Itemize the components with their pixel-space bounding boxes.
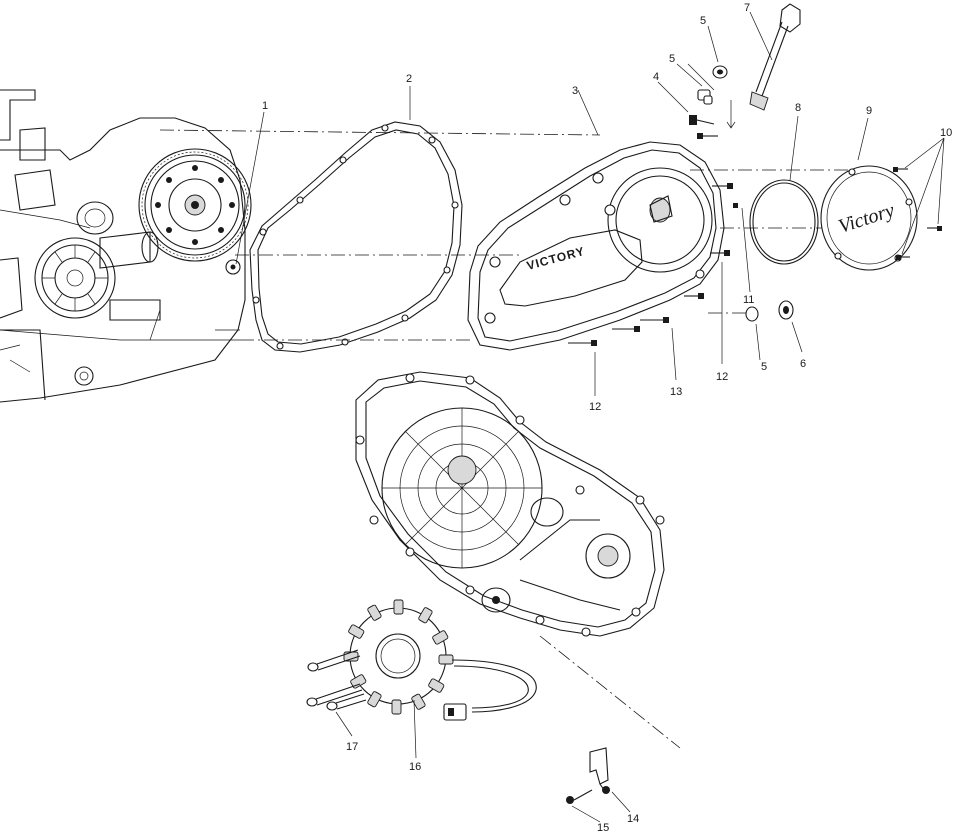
dowel-pins-5 — [697, 65, 728, 105]
label-9: 9 — [866, 105, 872, 117]
label-7: 7 — [744, 2, 750, 14]
label-5a: 5 — [700, 15, 706, 27]
shift-shaft-7 — [749, 3, 801, 111]
leader-15 — [571, 805, 601, 823]
screw-15 — [566, 789, 593, 804]
leader-4 — [657, 81, 689, 113]
cover-screws — [568, 133, 738, 346]
leader-7 — [749, 11, 773, 61]
label-4: 4 — [653, 71, 659, 83]
bolts-17 — [306, 649, 367, 711]
inner-primary-housing — [355, 371, 665, 637]
label-11: 11 — [743, 294, 754, 306]
label-12b: 12 — [589, 401, 601, 413]
label-1: 1 — [262, 100, 268, 112]
stator-poles — [343, 599, 454, 715]
label-15: 15 — [597, 822, 609, 833]
label-12a: 12 — [716, 371, 728, 383]
label-3: 3 — [572, 85, 578, 97]
clutch-bolt-holes — [155, 165, 235, 245]
housing-ribs — [382, 408, 542, 568]
arrow-7 — [726, 100, 736, 129]
leader-5d — [755, 323, 761, 361]
label-5b: 5 — [669, 53, 675, 65]
leader-11 — [741, 207, 751, 293]
label-10: 10 — [940, 127, 952, 139]
alignment-lines — [159, 129, 900, 749]
stator-16 — [343, 599, 537, 721]
o-ring-8 — [749, 179, 819, 265]
primary-cover: VICTORY — [467, 141, 725, 351]
leader-13 — [671, 327, 677, 381]
label-8: 8 — [795, 102, 801, 114]
leader-5b — [676, 63, 703, 87]
part-labels: 1 2 3 4 5 5 5 6 7 8 9 10 11 12 12 13 14 … — [262, 2, 952, 833]
cover-brand-text: VICTORY — [525, 244, 586, 273]
leader-1 — [235, 111, 265, 265]
fastener-4 — [689, 115, 715, 125]
label-6a: 6 — [800, 358, 806, 370]
label-2: 2 — [406, 73, 412, 85]
leader-5c — [687, 63, 715, 91]
stator-fins — [42, 245, 108, 311]
label-17: 17 — [346, 741, 358, 753]
label-16: 16 — [409, 761, 421, 773]
housing-bosses — [355, 373, 665, 637]
leader-5a — [707, 25, 719, 63]
pin-5 — [745, 306, 759, 322]
leader-17 — [335, 711, 353, 737]
screws-10 — [893, 167, 942, 260]
leader-10 — [901, 137, 945, 255]
leader-8 — [789, 115, 799, 181]
leader-9 — [857, 117, 869, 161]
leader-6b — [791, 321, 803, 353]
leader-14 — [611, 791, 631, 813]
washer-6 — [778, 300, 794, 320]
clip-14 — [589, 747, 610, 794]
label-5c: 5 — [761, 361, 767, 373]
engine-crankcase — [0, 89, 252, 403]
derby-cover-9: Victory — [820, 165, 918, 271]
gasket — [249, 121, 463, 353]
label-13: 13 — [670, 386, 682, 398]
label-14: 14 — [627, 813, 639, 825]
leader-16 — [413, 699, 417, 759]
leader-3 — [577, 89, 599, 136]
